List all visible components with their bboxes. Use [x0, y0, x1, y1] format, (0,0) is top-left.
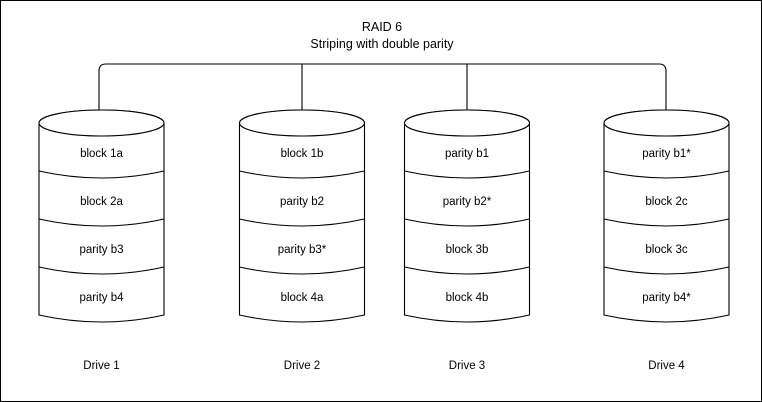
cylinder-body: [403, 109, 531, 323]
cylinder-block-label: block 3c: [645, 244, 687, 256]
cylinder-block-label: block 3b: [446, 244, 489, 256]
cylinder-block-label: block 2c: [645, 196, 687, 208]
cylinder-top-cap: [38, 109, 165, 137]
cylinder-body: [238, 109, 366, 323]
drive-cylinder[interactable]: parity b1* block 2c block 3c parity b4*: [603, 109, 730, 323]
drive-label: Drive 1: [83, 360, 119, 372]
drive-cylinder[interactable]: block 1a block 2a parity b3 parity b4: [38, 109, 165, 323]
cylinder-top-cap: [603, 109, 730, 137]
cylinder-block-label: block 2a: [80, 196, 123, 208]
drive-cylinder[interactable]: block 1b parity b2 parity b3* block 4a: [238, 109, 366, 323]
cylinder-segment-divider: [404, 170, 530, 179]
drive-label: Drive 2: [284, 360, 320, 372]
cylinder-block-label: parity b2*: [443, 196, 492, 208]
cylinder-block-label: parity b1: [445, 148, 489, 160]
cylinder-segment-divider: [404, 218, 530, 227]
cylinder-segment-divider: [404, 266, 530, 275]
cylinder-block-label: block 1a: [80, 148, 123, 160]
cylinder-block-label: block 4a: [281, 292, 324, 304]
cylinder-segment-divider: [239, 218, 365, 227]
cylinder-segment-divider: [38, 266, 165, 275]
cylinder-block-label: parity b1*: [642, 148, 691, 160]
cylinder-segment-divider: [38, 218, 165, 227]
cylinder-block-label: parity b3*: [278, 244, 327, 256]
cylinder-block-label: parity b4*: [642, 292, 691, 304]
cylinder-body: [38, 109, 165, 323]
drive-label: Drive 4: [648, 360, 685, 372]
cylinder-segment-divider: [239, 266, 365, 275]
cylinder-segment-divider: [38, 170, 165, 179]
diagram-title-block: RAID 6 Striping with double parity: [1, 19, 761, 53]
cylinder-block-label: parity b4: [79, 292, 124, 304]
diagram-subtitle: Striping with double parity: [310, 37, 454, 51]
cylinder-top-cap: [238, 109, 366, 137]
cylinder-body: [603, 109, 730, 323]
diagram-title: RAID 6: [361, 20, 403, 34]
cylinder-segment-divider: [603, 218, 730, 227]
drive-cylinder[interactable]: parity b1 parity b2* block 3b block 4b: [403, 109, 531, 323]
cylinder-block-label: block 4b: [446, 292, 489, 304]
drive-connector-bracket: [98, 63, 667, 123]
cylinder-segment-divider: [603, 266, 730, 275]
cylinder-segment-divider: [603, 170, 730, 179]
cylinder-top-cap: [403, 109, 531, 137]
cylinder-block-label: parity b2: [280, 196, 324, 208]
bracket-bus-line: [98, 63, 667, 123]
cylinder-segment-divider: [239, 170, 365, 179]
cylinder-block-label: block 1b: [281, 148, 324, 160]
drive-cylinder-group: block 1a block 2a parity b3 parity b4 Drive …: [38, 109, 730, 372]
drive-label: Drive 3: [449, 360, 485, 372]
cylinder-block-label: parity b3: [79, 244, 123, 256]
